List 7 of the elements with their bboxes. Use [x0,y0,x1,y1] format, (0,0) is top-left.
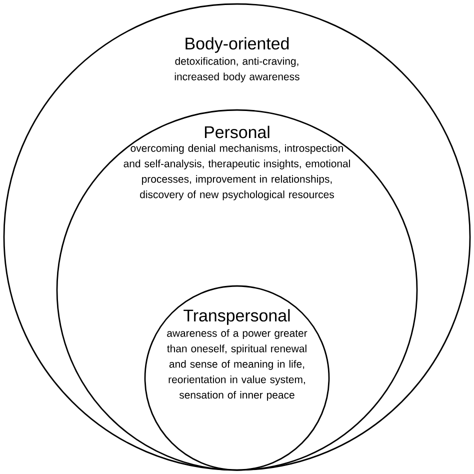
description: overcoming denial mechanisms, introspection and self-analysis, therapeutic insights, emotional processes, improvement in relationships, discovery of new psychological resources [124,144,350,200]
description: detoxification, anti-craving, increased body awareness [174,57,300,82]
heading: Body-oriented [186,37,289,53]
description: awareness of a power greater than oneself, spiritual renewal and sense of meaning in life, reorientation in value system, sensation of inner peace [167,329,308,401]
heading: Personal [204,126,270,138]
circle [144,285,330,471]
heading: Transpersonal [184,309,290,325]
